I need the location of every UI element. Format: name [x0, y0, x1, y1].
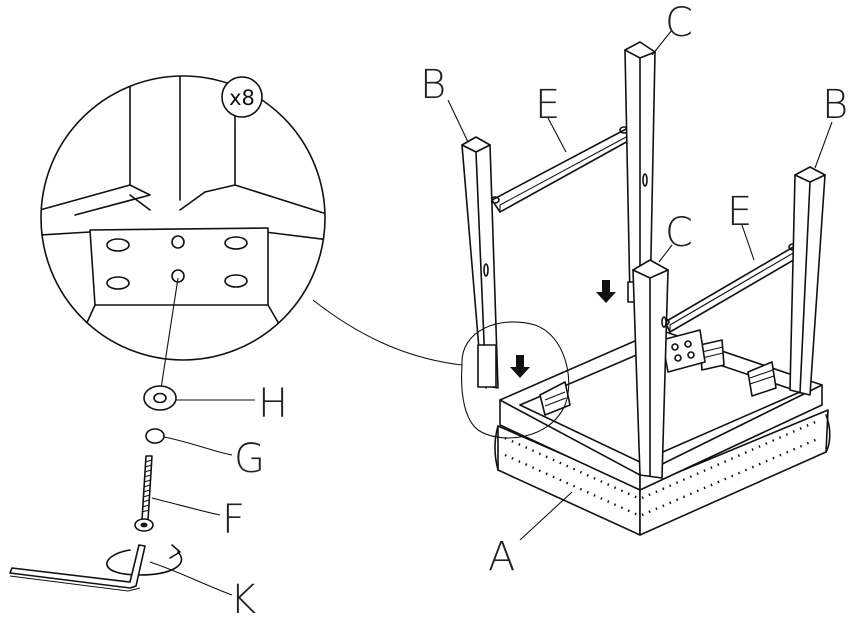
allen-key-k	[9, 544, 233, 596]
down-arrow-icon	[510, 280, 616, 378]
label-e-left: E	[535, 82, 560, 128]
label-g: G	[234, 436, 265, 482]
label-k: K	[230, 577, 256, 623]
label-c-mid: C	[665, 210, 693, 256]
washer-h	[143, 385, 255, 411]
table-assembly	[461, 41, 831, 536]
leg-b-right	[789, 166, 826, 396]
label-c-top: C	[665, 0, 693, 46]
lock-washer-g	[145, 428, 233, 456]
stretcher-e-right	[660, 243, 798, 333]
leg-c-mid	[632, 259, 669, 479]
corner-blocks	[539, 329, 777, 416]
label-f: F	[222, 497, 245, 543]
table-top-a	[494, 409, 831, 536]
label-e-right: E	[727, 189, 752, 235]
detail-callout-circle	[461, 321, 570, 439]
label-b-right: B	[822, 82, 848, 128]
svg-text:x8: x8	[229, 86, 255, 110]
bolt-f	[134, 455, 221, 532]
label-h: H	[258, 381, 288, 427]
detail-zoom-circle	[40, 75, 463, 366]
label-b-left: B	[420, 62, 446, 108]
leg-b-left	[461, 136, 499, 389]
quantity-badge: x8	[221, 76, 263, 118]
stretcher-e-left	[490, 126, 631, 213]
leg-c-top	[624, 41, 656, 306]
label-a: A	[488, 534, 515, 580]
